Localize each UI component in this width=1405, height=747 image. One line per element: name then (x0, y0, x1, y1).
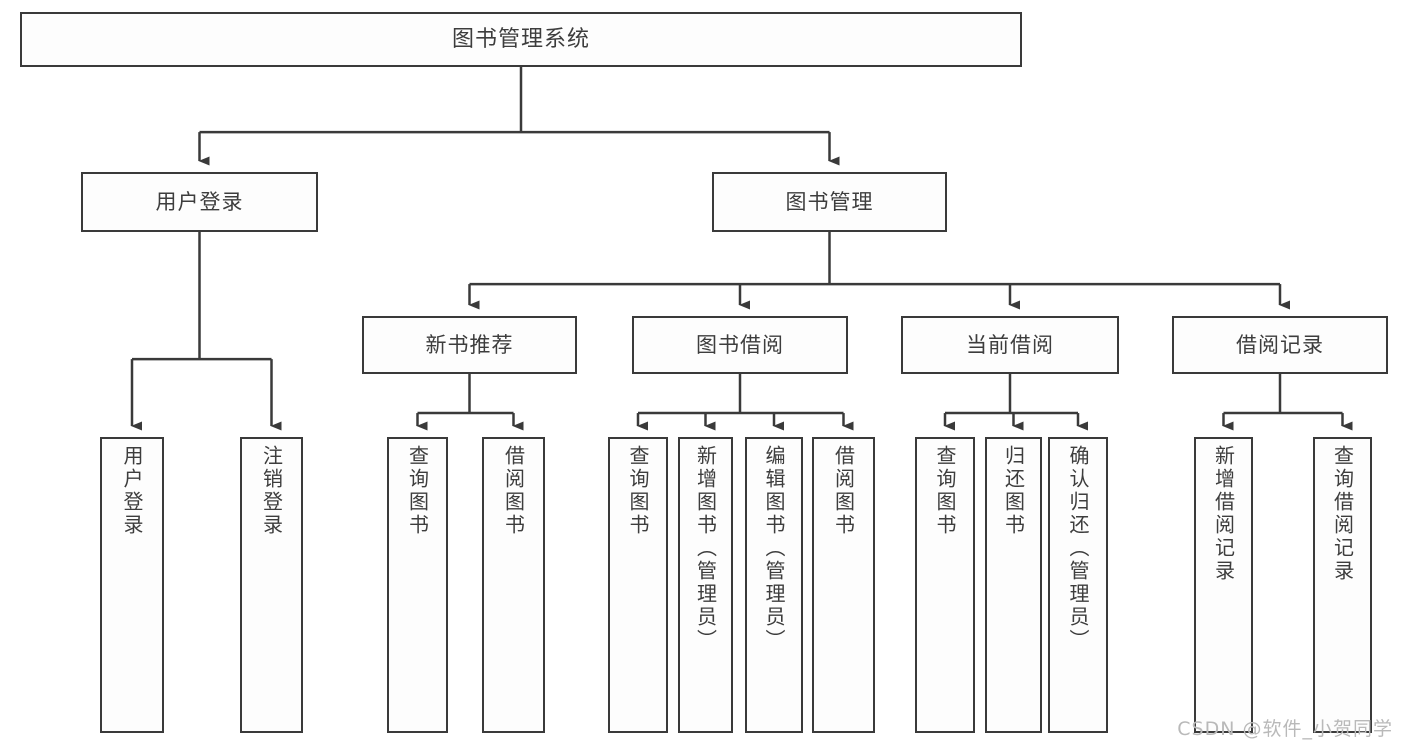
node-l12[interactable]: 新增借阅记录 (1194, 437, 1253, 733)
node-l2[interactable]: 注销登录 (240, 437, 303, 733)
node-label: 新增图书（管理员） (693, 445, 718, 652)
node-label: 图书管理系统 (451, 26, 590, 52)
node-label: 查询借阅记录 (1330, 445, 1355, 583)
node-root[interactable]: 图书管理系统 (20, 12, 1022, 67)
node-label: 查询图书 (933, 445, 957, 537)
node-label: 借阅图书 (501, 445, 526, 537)
node-label: 用户登录 (155, 189, 244, 214)
node-label: 查询图书 (405, 445, 430, 537)
node-newbook[interactable]: 新书推荐 (362, 316, 577, 374)
node-label: 注销登录 (259, 445, 284, 537)
node-records[interactable]: 借阅记录 (1172, 316, 1388, 374)
node-label: 借阅图书 (831, 445, 856, 537)
node-login[interactable]: 用户登录 (81, 172, 318, 232)
node-current[interactable]: 当前借阅 (901, 316, 1119, 374)
node-bookmgmt[interactable]: 图书管理 (712, 172, 947, 232)
node-l9[interactable]: 查询图书 (915, 437, 975, 733)
node-label: 借阅记录 (1236, 332, 1324, 357)
node-label: 确认归还（管理员） (1066, 445, 1090, 652)
node-label: 新书推荐 (425, 332, 514, 357)
node-l7[interactable]: 编辑图书（管理员） (745, 437, 803, 733)
node-label: 用户登录 (120, 445, 144, 537)
node-label: 图书管理 (785, 189, 874, 214)
node-l10[interactable]: 归还图书 (985, 437, 1042, 733)
node-label: 当前借阅 (966, 332, 1054, 357)
node-label: 新增借阅记录 (1211, 445, 1236, 583)
node-l5[interactable]: 查询图书 (608, 437, 668, 733)
node-label: 归还图书 (1001, 445, 1026, 537)
node-l11[interactable]: 确认归还（管理员） (1048, 437, 1108, 733)
node-l4[interactable]: 借阅图书 (482, 437, 545, 733)
node-l13[interactable]: 查询借阅记录 (1313, 437, 1372, 733)
node-l8[interactable]: 借阅图书 (812, 437, 875, 733)
node-l6[interactable]: 新增图书（管理员） (678, 437, 733, 733)
node-l1[interactable]: 用户登录 (100, 437, 164, 733)
node-label: 查询图书 (626, 445, 650, 537)
node-borrow[interactable]: 图书借阅 (632, 316, 848, 374)
node-label: 图书借阅 (696, 332, 784, 357)
node-label: 编辑图书（管理员） (762, 445, 786, 652)
node-l3[interactable]: 查询图书 (387, 437, 448, 733)
